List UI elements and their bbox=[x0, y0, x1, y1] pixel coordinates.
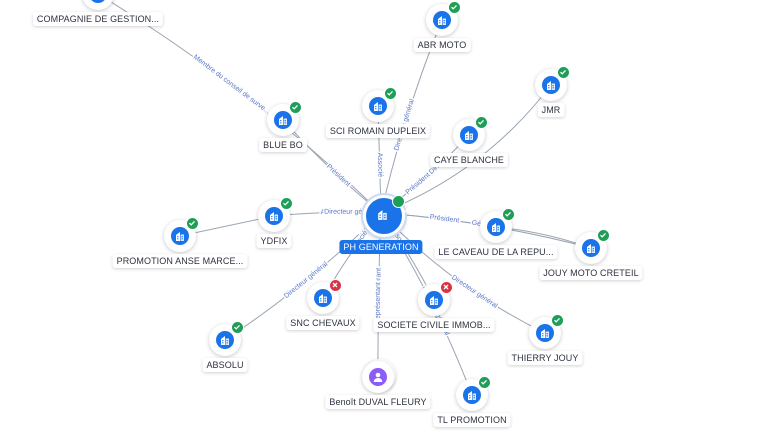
edges bbox=[106, 0, 592, 396]
edge-label-ydfix: Associé bbox=[320, 209, 345, 217]
building-icon bbox=[265, 207, 283, 225]
building-icon bbox=[433, 11, 451, 29]
active-status-icon bbox=[475, 116, 488, 129]
building-icon bbox=[216, 331, 234, 349]
edge-label-sciromain: Associé bbox=[376, 152, 384, 177]
active-status-icon bbox=[392, 195, 410, 213]
company-label[interactable]: SNC CHEVAUX bbox=[286, 316, 360, 330]
company-label[interactable]: THIERRY JOUY bbox=[507, 351, 583, 365]
building-icon bbox=[542, 76, 560, 94]
edge-label-person2: Représentant bbox=[375, 282, 383, 324]
company-bubble[interactable] bbox=[209, 321, 244, 356]
edge-label-compagnie: Membre du conseil de surve... bbox=[192, 54, 271, 116]
company-label[interactable]: LE CAVEAU DE LA REPU... bbox=[434, 245, 558, 259]
company-bubble[interactable] bbox=[418, 281, 453, 316]
active-status-icon bbox=[597, 229, 610, 242]
edge-compagnie bbox=[106, 0, 382, 214]
building-icon bbox=[487, 218, 505, 236]
building-icon bbox=[369, 97, 387, 115]
active-status-icon bbox=[551, 314, 564, 327]
edge-labels: Membre du conseil de surve... Directeur g… bbox=[190, 52, 500, 338]
active-status-icon bbox=[186, 217, 199, 230]
company-label[interactable]: BLUE BO bbox=[259, 138, 307, 152]
company-label[interactable]: ABSOLU bbox=[202, 358, 248, 372]
company-bubble[interactable] bbox=[529, 314, 564, 349]
company-bubble[interactable] bbox=[426, 1, 461, 36]
active-status-icon bbox=[384, 87, 397, 100]
company-label[interactable]: ABR MOTO bbox=[413, 38, 471, 52]
edge-thierry bbox=[380, 212, 546, 334]
edge-label-person: Gérant bbox=[375, 268, 382, 290]
company-bubble[interactable] bbox=[267, 101, 302, 136]
edge-label-cayeblanche: Président bbox=[405, 172, 432, 197]
building-icon bbox=[171, 227, 189, 245]
closed-status-icon bbox=[440, 281, 453, 294]
building-icon bbox=[463, 386, 481, 404]
building-icon bbox=[314, 289, 332, 307]
active-status-icon bbox=[448, 1, 461, 14]
edge-label-ydfix2: Directeur général bbox=[324, 209, 378, 216]
edge-label-thierry: Directeur général bbox=[450, 274, 499, 310]
person-bubble[interactable] bbox=[362, 361, 394, 393]
building-icon bbox=[536, 324, 554, 342]
company-bubble[interactable] bbox=[82, 0, 114, 10]
company-bubble[interactable] bbox=[575, 229, 610, 264]
company-bubble[interactable] bbox=[535, 66, 570, 101]
company-label[interactable]: YDFIX bbox=[256, 234, 292, 248]
company-label[interactable]: PROMOTION ANSE MARCE... bbox=[112, 254, 248, 268]
company-bubble[interactable] bbox=[307, 279, 342, 314]
building-icon bbox=[89, 0, 107, 3]
closed-status-icon bbox=[329, 279, 342, 292]
person-label[interactable]: Benoît DUVAL FLEURY bbox=[325, 395, 431, 409]
active-status-icon bbox=[231, 321, 244, 334]
company-bubble[interactable] bbox=[456, 376, 491, 411]
company-label[interactable]: SOCIETE CIVILE IMMOB... bbox=[373, 318, 495, 332]
center-bubble[interactable] bbox=[363, 195, 410, 237]
company-label[interactable]: TL PROMOTION bbox=[433, 413, 511, 427]
company-bubble[interactable] bbox=[258, 197, 293, 232]
company-label[interactable]: COMPAGNIE DE GESTION... bbox=[32, 12, 164, 26]
active-status-icon bbox=[478, 376, 491, 389]
building-icon bbox=[582, 239, 600, 257]
active-status-icon bbox=[557, 66, 570, 79]
active-status-icon bbox=[289, 101, 302, 114]
center-label[interactable]: PH GENERATION bbox=[339, 240, 423, 254]
company-label[interactable]: JOUY MOTO CRETEIL bbox=[539, 266, 643, 280]
building-icon bbox=[425, 291, 443, 309]
edge-label-caveau: Président bbox=[429, 214, 459, 225]
edge-absolu bbox=[224, 212, 382, 341]
company-bubble[interactable] bbox=[362, 87, 397, 122]
company-bubble[interactable] bbox=[164, 217, 199, 252]
active-status-icon bbox=[280, 197, 293, 210]
active-status-icon bbox=[502, 208, 515, 221]
company-label[interactable]: JMR bbox=[537, 103, 565, 117]
person-icon bbox=[369, 368, 387, 386]
building-icon bbox=[274, 111, 292, 129]
edge-label-bluebo: Président bbox=[325, 163, 351, 188]
company-label[interactable]: CAYE BLANCHE bbox=[429, 153, 509, 167]
company-bubble[interactable] bbox=[453, 116, 488, 151]
building-icon bbox=[460, 126, 478, 144]
company-bubble[interactable] bbox=[480, 208, 515, 243]
company-label[interactable]: SCI ROMAIN DUPLEIX bbox=[325, 124, 431, 138]
